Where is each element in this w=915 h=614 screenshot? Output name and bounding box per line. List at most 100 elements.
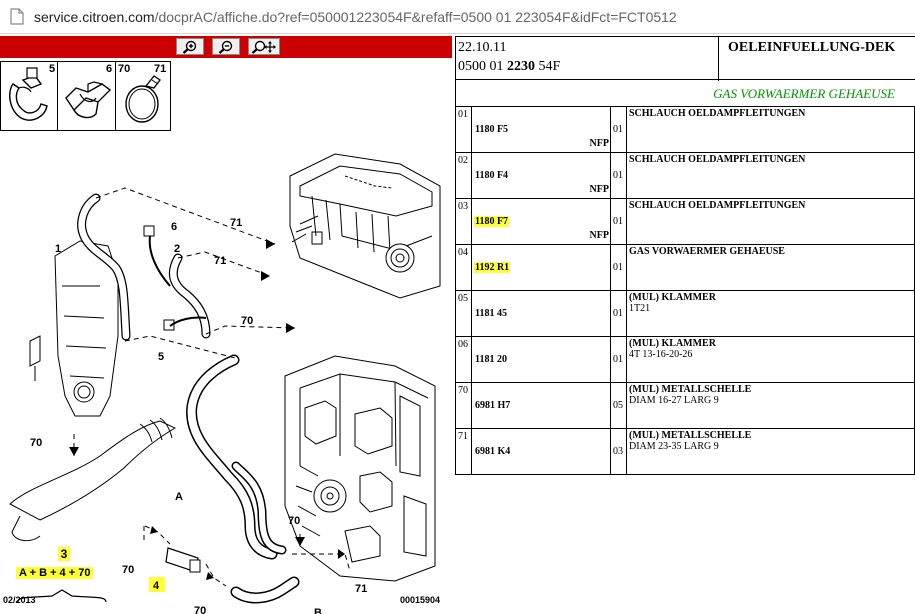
part-quantity-cell: 01 (610, 198, 627, 245)
diagram-label-5[interactable]: 5 (158, 351, 164, 363)
part-number[interactable]: 1181 45 (475, 308, 507, 319)
zoom-move-button[interactable] (248, 38, 280, 55)
nfp-badge: NFP (589, 230, 609, 241)
diagram-ref: 00015904 (400, 595, 441, 605)
clamp-drawing (125, 75, 161, 123)
clip-number: 5 (49, 63, 56, 75)
url-text[interactable]: service.citroen.com/docprAC/affiche.do?r… (34, 8, 677, 25)
nfp-badge: NFP (589, 184, 609, 195)
diagram-label-71b[interactable]: 71 (214, 255, 226, 267)
part-quantity-cell: 01 (610, 152, 627, 199)
part-quantity: 01 (613, 124, 623, 135)
diagram-label-2[interactable]: 2 (174, 243, 180, 255)
part-number[interactable]: 1180 F5 (475, 124, 509, 135)
part-number-cell[interactable]: 1180 F4 NFP (471, 152, 611, 199)
clip-thumb-5[interactable]: 5 (1, 62, 58, 130)
zoom-in-button[interactable] (176, 38, 204, 55)
part-description: (MUL) KLAMMER (629, 338, 716, 349)
parts-panel: 22.10.11 0500 01 2230 54F OELEINFUELLUNG… (455, 36, 915, 614)
part-number[interactable]: 6981 H7 (475, 400, 511, 411)
part-description: (MUL) KLAMMER (629, 292, 716, 303)
part-number-cell[interactable]: 1180 F7 NFP (471, 198, 611, 245)
diagram-label-B[interactable]: B (314, 607, 322, 614)
part-index: 06 (455, 336, 472, 383)
diagram-date: 02/2013 (3, 595, 36, 605)
part-description: GAS VORWAERMER GEHAEUSE (629, 246, 785, 257)
diagram-label-1[interactable]: 1 (55, 243, 61, 255)
diagram-label-6[interactable]: 6 (171, 221, 177, 233)
part-index: 04 (455, 244, 472, 291)
diagram-label-71c[interactable]: 71 (355, 583, 367, 595)
diagram-label-70d[interactable]: 70 (122, 564, 134, 576)
part-quantity-cell: 03 (610, 428, 627, 475)
diagram-label-70c[interactable]: 70 (288, 515, 300, 527)
clip-number: 70 (118, 63, 131, 75)
part-index: 02 (455, 152, 472, 199)
clip-thumbnails: 5 6 70 71 (0, 61, 171, 131)
diagram-toolbar (0, 36, 452, 58)
part-index: 71 (455, 428, 472, 475)
part-description: (MUL) METALLSCHELLE (629, 430, 752, 441)
part-quantity: 05 (613, 400, 623, 411)
part-number-cell[interactable]: 1181 20 (471, 336, 611, 383)
part-number[interactable]: 1180 F7 (474, 216, 510, 227)
part-quantity-cell: 01 (610, 106, 627, 153)
part-number-cell[interactable]: 6981 K4 (471, 428, 611, 475)
part-quantity-cell: 01 (610, 336, 627, 383)
header-date: 22.10.11 (458, 40, 507, 55)
part-index: 03 (455, 198, 472, 245)
legend-number: 3 (58, 547, 70, 561)
clip-thumb-6[interactable]: 6 (58, 62, 116, 130)
address-bar[interactable]: service.citroen.com/docprAC/affiche.do?r… (0, 0, 915, 34)
clip-number: 6 (106, 63, 113, 75)
part-index: 70 (455, 382, 472, 429)
part-number-cell[interactable]: 6981 H7 (471, 382, 611, 429)
part-number[interactable]: 1180 F4 (475, 170, 509, 181)
part-number[interactable]: 1192 R1 (474, 262, 511, 273)
diagram-label-4[interactable]: 4 (153, 580, 160, 592)
part-quantity: 01 (613, 216, 623, 227)
diagram-label-70e[interactable]: 70 (194, 605, 206, 614)
part-spec: DIAM 23-35 LARG 9 (629, 441, 719, 452)
part-number-cell[interactable]: 1181 45 (471, 290, 611, 337)
part-quantity-cell: 01 (610, 244, 627, 291)
part-quantity: 03 (613, 446, 623, 457)
part-number-cell[interactable]: 1192 R1 (471, 244, 611, 291)
part-description: SCHLAUCH OELDAMPFLEITUNGEN (629, 108, 806, 119)
diagram-label-70a[interactable]: 70 (241, 315, 253, 327)
part-spec: DIAM 16-27 LARG 9 (629, 395, 719, 406)
part-number[interactable]: 1181 20 (475, 354, 507, 365)
diagram-panel: 5 6 70 71 (0, 36, 452, 614)
diagram-label-A[interactable]: A (175, 491, 183, 503)
clip-thumb-70-71[interactable]: 70 71 (116, 62, 172, 130)
zoom-out-button[interactable] (212, 38, 240, 55)
part-description: SCHLAUCH OELDAMPFLEITUNGEN (629, 154, 806, 165)
page-icon (10, 8, 24, 25)
legend-brace (17, 589, 107, 603)
part-description: (MUL) METALLSCHELLE (629, 384, 752, 395)
part-quantity: 01 (613, 262, 623, 273)
part-number[interactable]: 6981 K4 (475, 446, 511, 457)
diagram-label-71a[interactable]: 71 (230, 217, 242, 229)
subtitle-text: GAS VORWAERMER GEHAEUSE (713, 86, 895, 101)
diagram-label-70b[interactable]: 70 (30, 437, 42, 449)
subtitle-row: GAS VORWAERMER GEHAEUSE (455, 80, 915, 106)
part-description-cell: GAS VORWAERMER GEHAEUSE (626, 244, 915, 291)
magnifier-minus-icon (218, 40, 233, 54)
clip-number: 71 (154, 63, 167, 75)
header-title: OELEINFUELLUNG-DEK (728, 40, 896, 55)
part-quantity: 01 (613, 354, 623, 365)
